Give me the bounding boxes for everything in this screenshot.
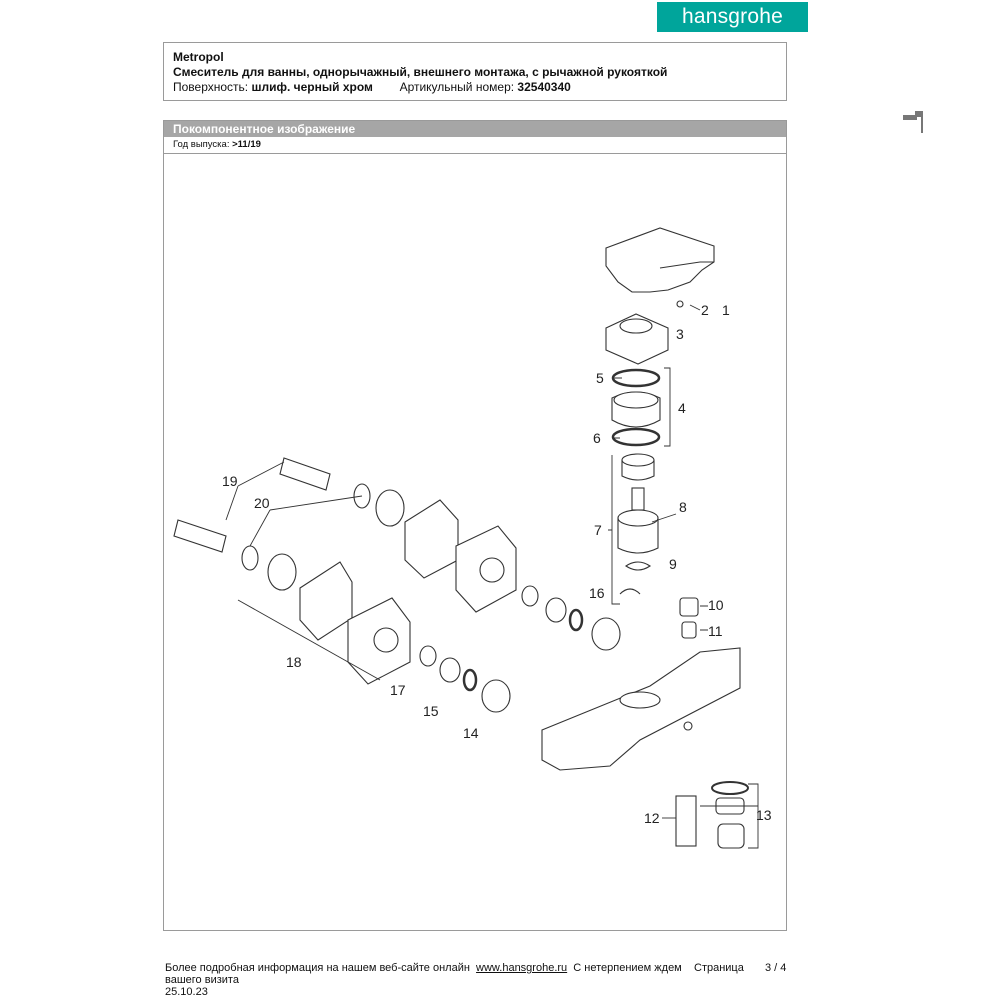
footer-info: Более подробная информация на нашем веб-… [165,962,470,974]
part-label-10: 10 [708,597,724,613]
part-label-8: 8 [679,499,687,515]
part-label-16: 16 [589,585,605,601]
part-label-2: 2 [701,302,709,318]
footer-date: 25.10.23 [165,986,208,998]
page-label: Страница [694,962,744,974]
surface-value: шлиф. черный хром [251,80,373,94]
part-label-11: 11 [708,623,723,639]
lever-handle [605,227,715,293]
part-label-15: 15 [423,703,439,719]
page-number: 3 / 4 [765,962,787,974]
part-label-12: 12 [644,810,660,826]
part-label-9: 9 [669,556,677,572]
part-label-18: 18 [286,654,302,670]
product-header: Metropol Смеситель для ванны, однорычажн… [163,42,923,133]
part-label-4: 4 [678,400,686,416]
part-label-6: 6 [593,430,601,446]
footer-welcome-1: С нетерпением ждем [573,962,682,974]
part-label-17: 17 [390,682,406,698]
part-label-13: 13 [756,807,772,823]
year-label: Год выпуска: [173,139,230,150]
article-label: Артикульный номер: [399,80,515,94]
product-meta: Поверхность: шлиф. черный хром Артикульн… [173,80,571,94]
part-label-7: 7 [594,522,602,538]
footer-welcome-2: вашего визита [165,974,239,986]
part-label-20: 20 [254,495,270,511]
faucet-thumbnail-icon [903,111,923,133]
section-title: Покомпонентное изображение [164,121,786,137]
part-label-19: 19 [222,473,238,489]
part-label-5: 5 [596,370,604,386]
year-value: >11/19 [232,139,261,150]
part-label-3: 3 [676,326,684,342]
website-link[interactable]: www.hansgrohe.ru [476,962,568,974]
hansgrohe-logo: hansgrohe [657,2,808,32]
release-year: Год выпуска: >11/19 [164,137,786,154]
part-label-1: 1 [722,302,730,318]
footer: Более подробная информация на нашем веб-… [165,962,682,998]
exploded-view-section: Покомпонентное изображение Год выпуска: … [163,120,787,931]
surface-label: Поверхность: [173,80,249,94]
article-value: 32540340 [517,80,571,94]
product-description: Смеситель для ванны, однорычажный, внешн… [173,65,668,79]
part-label-14: 14 [463,725,479,741]
series-name: Metropol [173,50,224,64]
